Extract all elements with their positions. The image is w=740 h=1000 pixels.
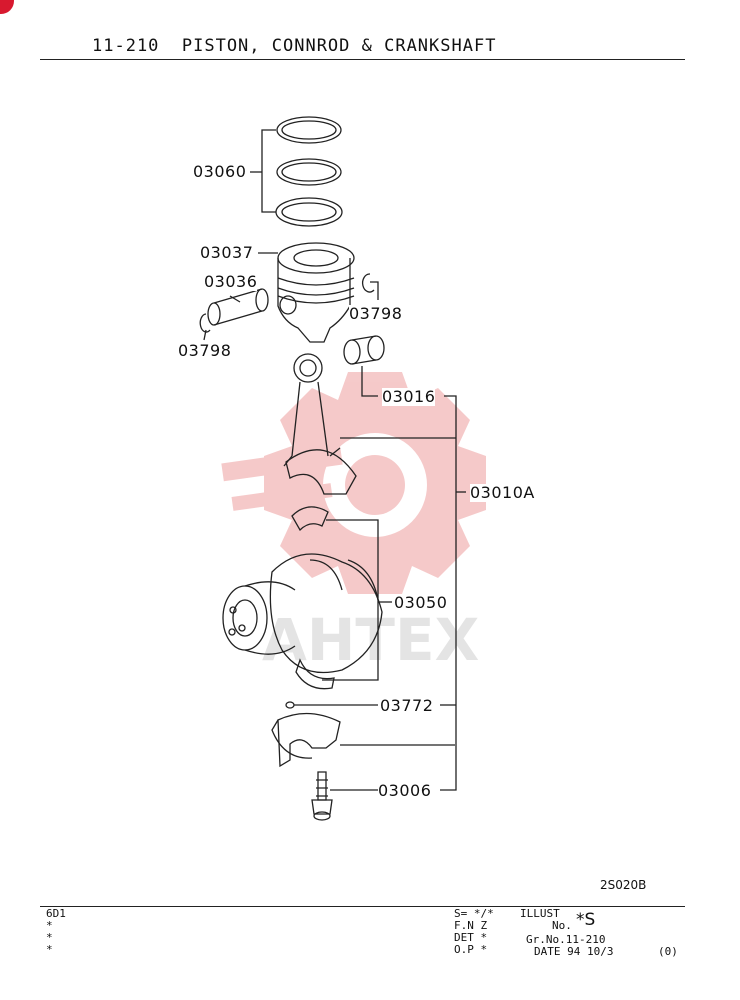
- footer-s-line: S= */*: [454, 907, 494, 920]
- crankshaft-icon: [222, 553, 383, 674]
- footer-rule: [40, 906, 685, 907]
- footer-op: O.P *: [454, 943, 488, 956]
- model-code: 6D1: [46, 907, 66, 920]
- footer-group-no: Gr.No.11-210: [526, 933, 606, 946]
- footer-illust-value: *S: [576, 910, 596, 930]
- footer-det: DET *: [454, 931, 488, 944]
- part-code-cap: 03006: [378, 781, 432, 800]
- rod-cap-icon: [271, 712, 341, 768]
- bolt-icon: [311, 771, 333, 821]
- footer-star-3: *: [46, 943, 53, 956]
- part-code-piston: 03037: [200, 243, 254, 262]
- footer-illust-label: ILLUST: [520, 907, 560, 920]
- rings-bracket: [261, 129, 276, 213]
- bushing-icon: [343, 335, 385, 365]
- svg-text:AHTEX: AHTEX: [262, 606, 479, 674]
- footer-revision: (0): [658, 945, 678, 958]
- watermark-text: AHTEX: [262, 606, 479, 674]
- watermark-gear-icon: [221, 372, 486, 594]
- part-code-bearing: 03050: [394, 593, 448, 612]
- lower-bearing-icon: [295, 658, 335, 690]
- connecting-rod-icon: [283, 353, 357, 495]
- part-code-bush: 03016: [382, 387, 436, 406]
- page-title: 11-210 PISTON, CONNROD & CRANKSHAFT: [92, 36, 497, 56]
- piston-icon: [277, 242, 355, 343]
- part-code-clip-left: 03798: [178, 341, 232, 360]
- piston-pin-icon: [207, 288, 269, 326]
- snap-ring-right-icon: [361, 273, 375, 293]
- nut-icon: [285, 701, 295, 709]
- part-code-connrod-assy: 03010A: [470, 483, 535, 502]
- upper-bearing-icon: [291, 506, 329, 532]
- part-code-pin: 03036: [204, 272, 258, 291]
- footer-star-2: *: [46, 931, 53, 944]
- footer-fnz: F.N Z: [454, 919, 488, 932]
- footer-no-label: No.: [552, 919, 572, 932]
- snap-ring-left-icon: [199, 313, 211, 333]
- part-code-nut: 03772: [380, 696, 434, 715]
- illustration-code: 2S020B: [600, 878, 647, 892]
- part-code-clip-right: 03798: [349, 304, 403, 323]
- header-rule: [40, 59, 685, 60]
- footer-date: DATE 94 10/3: [534, 945, 614, 958]
- part-code-rings: 03060: [193, 162, 247, 181]
- piston-rings-icon: [275, 116, 343, 227]
- footer-star-1: *: [46, 919, 53, 932]
